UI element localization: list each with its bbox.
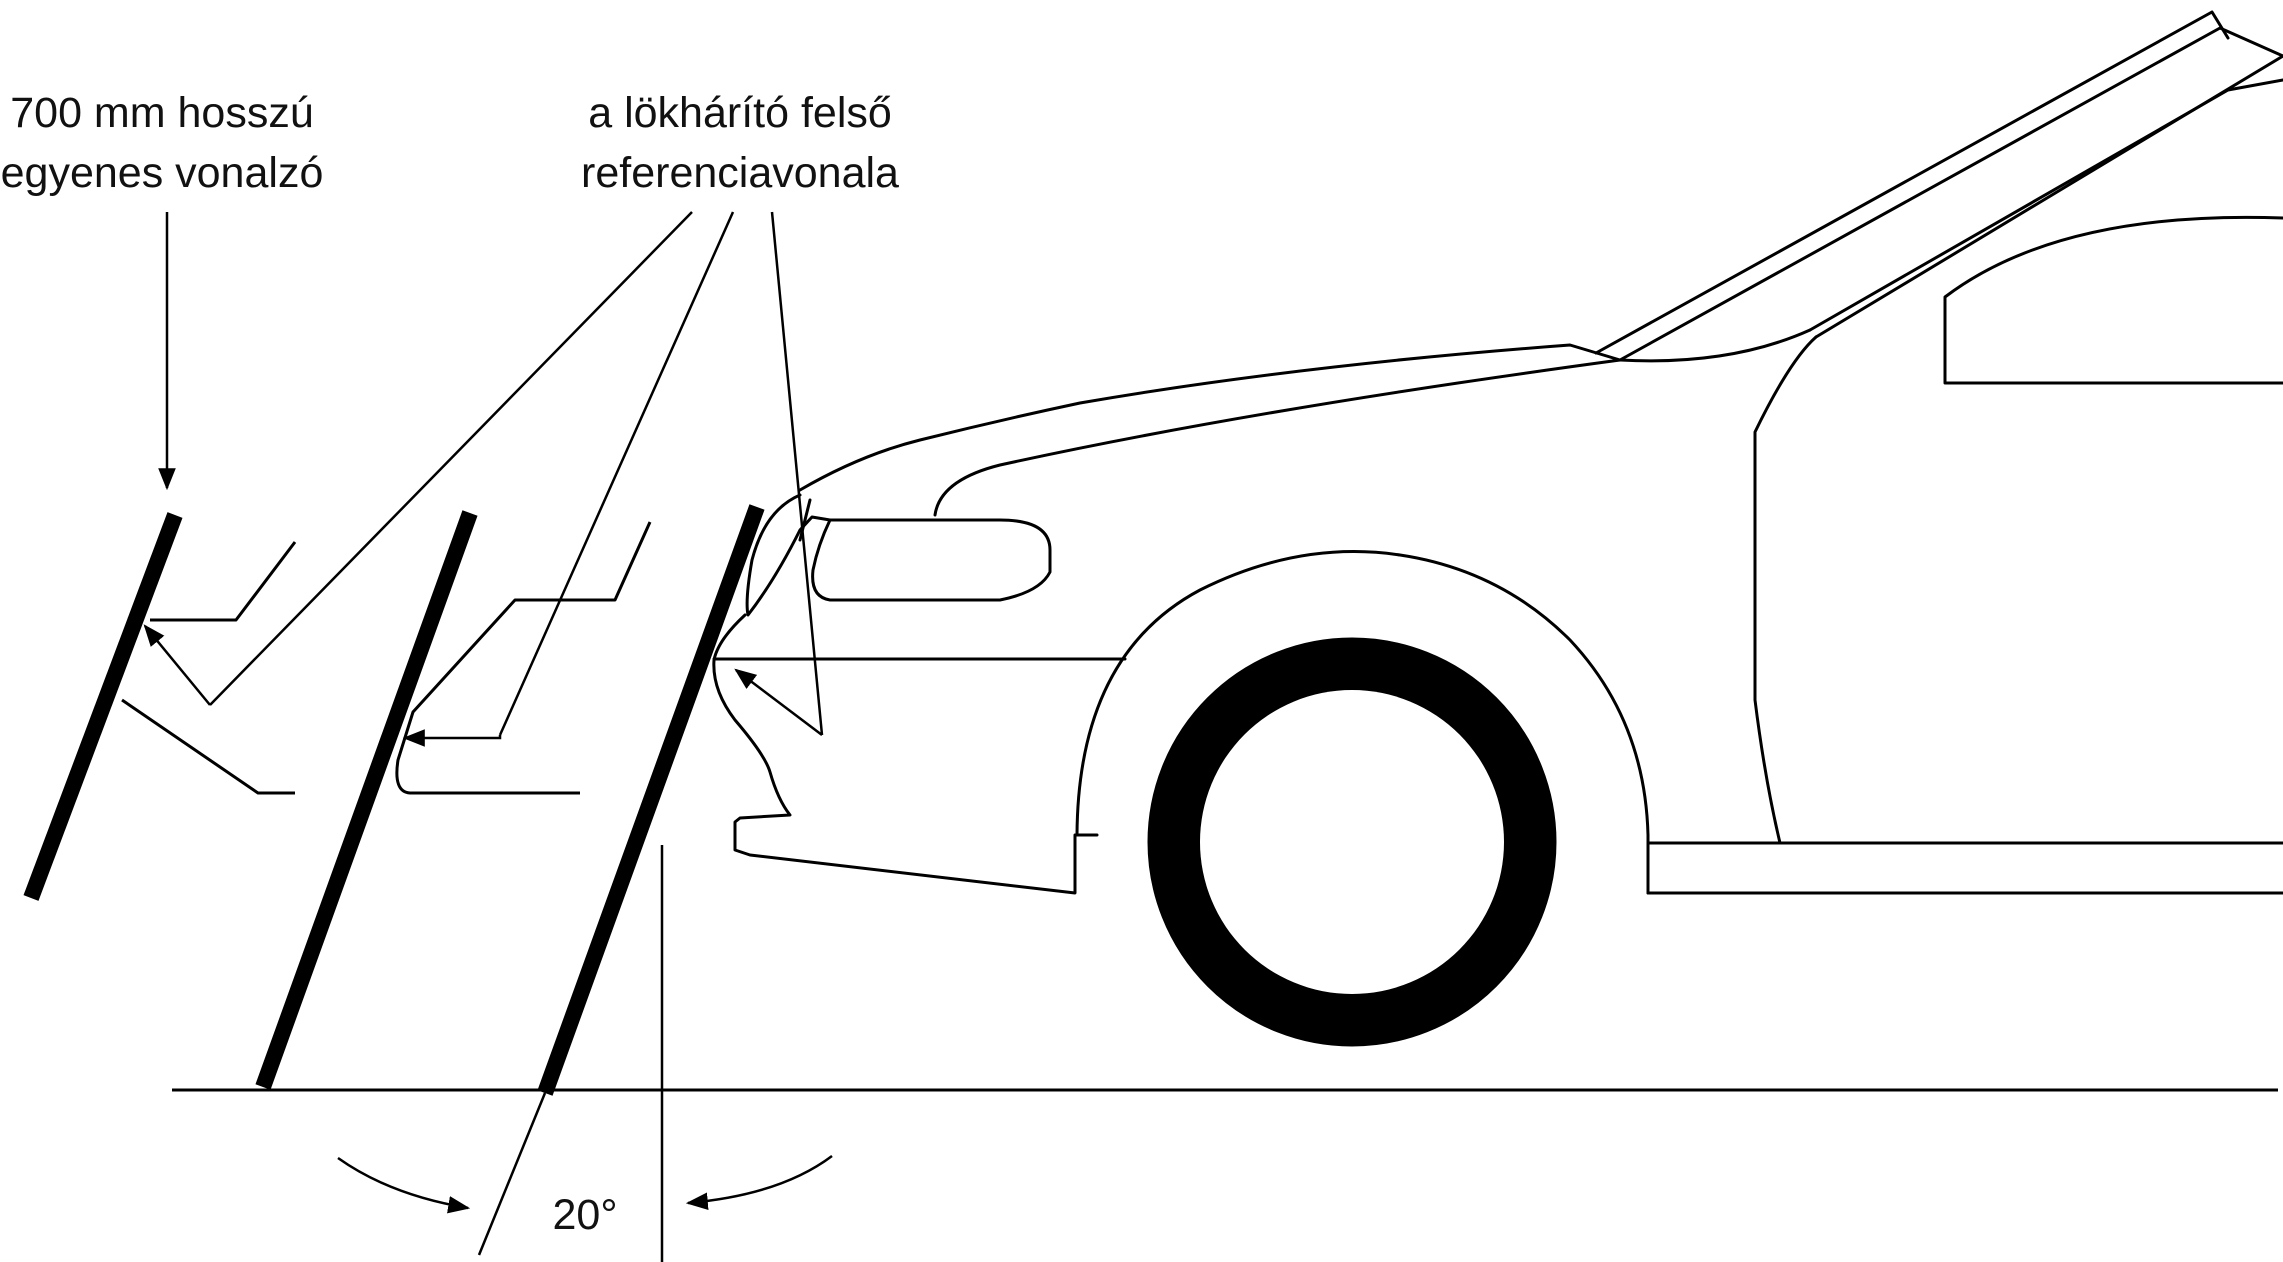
tire-outline [1147,637,1557,1047]
windshield-line-outer [1594,10,2230,355]
leader-to-ruler-2 [498,211,735,736]
arrow-to-ruler-1 [143,624,211,706]
angle-indicator [337,845,833,1262]
hood-lower-line [933,358,1622,517]
door-front-line [1753,335,1818,845]
arrow-to-car-bumper [734,668,823,736]
ruler-extension-line [477,1092,547,1256]
hood-line [798,328,1812,492]
front-grille-edge [745,493,832,617]
ruler-2 [255,510,478,1090]
arrow-to-ruler-2 [402,729,502,747]
reference-line-label-line-1: a lökhárító felső [588,89,892,137]
leader-to-car [770,211,824,736]
arrows [143,212,823,747]
angle-arrow-left [337,1156,471,1214]
angle-arrow-right [685,1154,833,1211]
headlight [811,518,1052,602]
side-window [1943,215,2283,385]
a-pillar-line [1814,54,2283,339]
leader-to-ruler-1 [209,211,693,706]
ruler-1 [23,512,183,901]
rim [1200,690,1504,994]
car-outline [712,10,2283,895]
bumper-profile-sketches [121,521,652,795]
ruler-3 [537,504,765,1096]
ruler-label-line-1: 700 mm hosszú [10,89,314,137]
reference-line-label-line-2: referenciavonala [581,149,899,197]
windshield-line-middle [1618,26,2283,362]
reference-line-label: a lökhárító felső referenciavonala [530,83,950,203]
windshield-line-inner [1808,78,2283,332]
bumper-sketch-1 [121,541,297,795]
leader-lines [209,211,824,736]
bumper-sketch-2 [395,521,652,795]
rulers [23,504,765,1096]
ruler-label-line-2: egyenes vonalzó [0,149,324,197]
ruler-label: 700 mm hosszú egyenes vonalzó [0,83,352,203]
wheel-arch [1075,550,1650,895]
bumper-profile [712,613,1099,895]
front-wheel [1147,637,1557,1047]
angle-label: 20° [552,1191,618,1239]
